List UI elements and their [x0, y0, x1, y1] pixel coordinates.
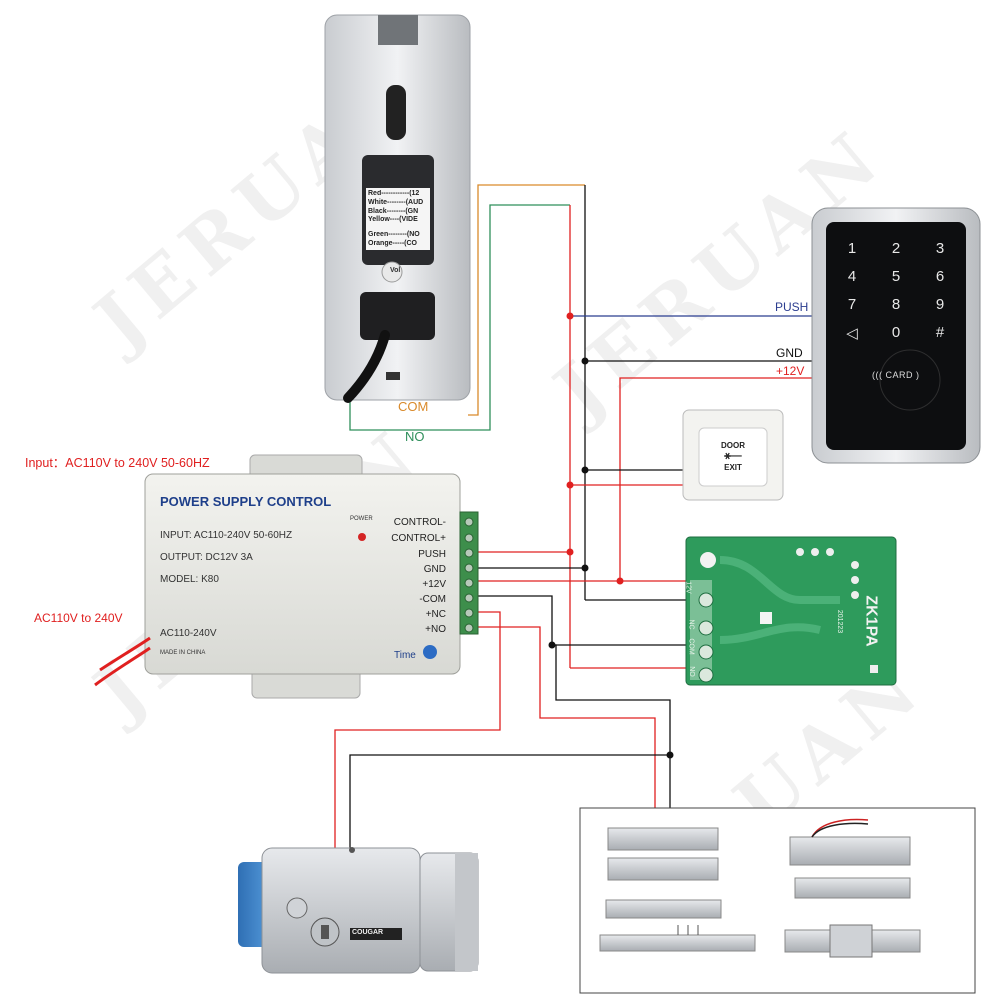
wire-table-row: White--------(AUD	[368, 198, 424, 206]
psu-output-spec: OUTPUT: DC12V 3A	[160, 552, 253, 563]
wire-no-down	[478, 626, 656, 808]
keypad-grid: 1 2 3 4 5 6 7 8 9 ◁ 0 #	[830, 240, 962, 342]
wire-nc-down	[334, 611, 501, 852]
input-header-label: Input：AC110V to 240V 50-60HZ	[25, 456, 210, 470]
gnd-label: GND	[776, 346, 803, 360]
key-icon: ⚹—	[724, 450, 742, 462]
key: 9	[935, 296, 945, 313]
relay-pin-12v: 12V	[684, 581, 692, 594]
key: 1	[847, 240, 857, 257]
terminal-12v: +12V	[422, 579, 446, 590]
card-indicator: ((( CARD )	[872, 370, 920, 380]
terminal-control-plus: CONTROL+	[391, 533, 446, 544]
psu-model: MODEL: K80	[160, 574, 219, 585]
relay-pin-nc: NC	[687, 619, 695, 630]
key: 8	[891, 296, 901, 313]
intercom-panel	[324, 14, 471, 403]
psu-title: POWER SUPPLY CONTROL	[160, 494, 332, 509]
key: ◁	[846, 325, 858, 342]
key: #	[935, 324, 945, 341]
no-label: NO	[405, 429, 425, 444]
wire-com-down	[552, 644, 671, 808]
relay-pin-no: NO	[687, 666, 695, 677]
key: 3	[935, 240, 945, 257]
intercom-brand: Vol	[390, 267, 401, 274]
junction-dots	[548, 312, 674, 759]
relay-pin-com: COM	[687, 638, 695, 655]
terminal-gnd: GND	[423, 564, 446, 575]
wire-table-row: Yellow----(VIDE	[368, 216, 418, 224]
terminal-control-minus: CONTROL-	[393, 517, 446, 528]
push-label: PUSH	[775, 300, 809, 314]
psu-terminal-screws	[464, 517, 474, 633]
com-label: COM	[398, 399, 429, 414]
terminal-no: +NO	[425, 624, 446, 635]
psu-input-spec: INPUT: AC110-240V 50-60HZ	[160, 530, 293, 541]
relay-code: 201223	[836, 609, 844, 634]
wire-no-green	[349, 204, 570, 431]
lock-brand: COUGAR	[352, 929, 384, 936]
exit-button-text: DOOR ⚹— EXIT	[699, 440, 767, 473]
lock-options	[579, 807, 976, 994]
keypad-reader	[811, 207, 981, 464]
key: 0	[891, 324, 901, 341]
wire-table-row: Green--------(NO	[368, 231, 420, 239]
wire-table-row: Black--------(GN	[368, 207, 419, 215]
terminal-nc: +NC	[425, 609, 446, 620]
psu-device	[94, 454, 479, 699]
intercom-wire-table: Red------------(12 White--------(AUD Bla…	[368, 190, 430, 249]
relay-model: ZK1PA	[862, 595, 880, 647]
terminal-com: -COM	[419, 594, 446, 605]
wire-lock-black	[349, 754, 670, 852]
terminal-push: PUSH	[418, 549, 446, 560]
relay-board	[685, 536, 897, 686]
v12-label: +12V	[776, 364, 805, 378]
psu-time-label: Time	[394, 650, 416, 661]
psu-ac-label: AC110-240V	[160, 628, 217, 639]
key: 6	[935, 268, 945, 285]
wire-12v-red	[619, 377, 812, 581]
key: 2	[891, 240, 901, 257]
wire-com-orange	[468, 184, 585, 416]
card-label: CARD	[885, 370, 914, 380]
exit-button-device	[682, 409, 784, 501]
wire-table-row: Orange-----(CO	[368, 239, 417, 247]
ac-input-label: AC110V to 240V	[34, 611, 123, 625]
key: 4	[847, 268, 857, 285]
rim-lock	[238, 847, 479, 974]
psu-power-led-label: POWER	[350, 516, 373, 522]
exit-door-text: DOOR	[721, 441, 745, 450]
exit-exit-text: EXIT	[724, 463, 742, 472]
wire-table-row: Red------------(12	[368, 190, 420, 197]
key: 5	[891, 268, 901, 285]
wire-psu-com	[478, 595, 700, 646]
psu-made-label: MADE IN CHINA	[160, 650, 206, 656]
key: 7	[847, 296, 857, 313]
